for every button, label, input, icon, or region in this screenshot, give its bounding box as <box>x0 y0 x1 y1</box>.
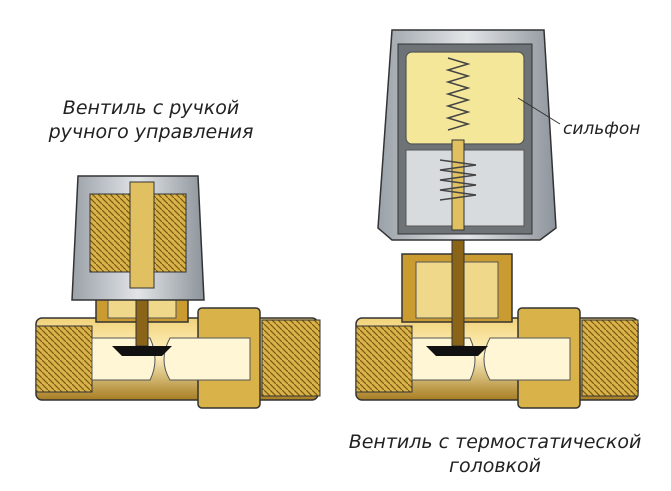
thermostatic-head <box>377 29 557 241</box>
manual-valve <box>35 175 321 409</box>
bellows-callout-line <box>517 97 561 125</box>
bellows <box>405 51 525 145</box>
thermo-valve <box>355 29 639 409</box>
thermo-valve-body <box>355 307 639 409</box>
manual-valve-label-line1: Вентиль с ручкой <box>62 97 240 119</box>
thermo-valve-bonnet <box>401 229 513 356</box>
thermo-valve-label-line1: Вентиль с термостатической <box>348 431 642 453</box>
thermo-valve-label: Вентиль с термостатической головкой <box>320 430 670 478</box>
bellows-label: сильфон <box>563 119 641 139</box>
manual-valve-body <box>35 307 321 409</box>
thermo-valve-label-line2: головкой <box>448 455 542 477</box>
manual-valve-handle <box>71 175 205 301</box>
manual-valve-label: Вентиль с ручкой ручного управления <box>36 96 266 144</box>
manual-valve-label-line2: ручного управления <box>48 121 254 143</box>
